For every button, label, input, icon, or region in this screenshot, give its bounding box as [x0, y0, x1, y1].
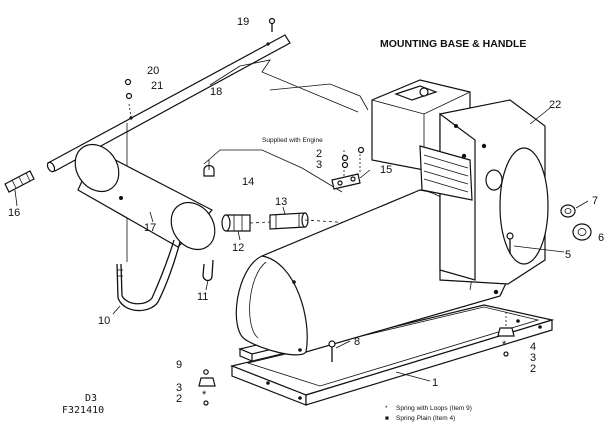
leader-lines [14, 65, 589, 382]
callout-12: 12 [232, 242, 244, 254]
pipe-nipple [269, 212, 309, 230]
callout-2-right: 2 [530, 363, 536, 375]
mount-stack-left: * [198, 369, 216, 406]
callout-15: 15 [380, 164, 392, 176]
washer-20 [124, 78, 132, 86]
legend: * Spring with Loops (Item 9) ■ Spring Pl… [385, 405, 472, 422]
bracket-15 [331, 146, 365, 190]
svg-text:*: * [502, 339, 507, 351]
callouts: 19 20 21 18 16 17 14 13 12 11 10 2 3 15 … [8, 16, 604, 405]
callout-10: 10 [98, 315, 110, 327]
callout-11: 11 [197, 291, 208, 303]
callout-19: 19 [237, 16, 249, 28]
legend-text-2: Spring Plain (Item 4) [396, 415, 455, 422]
mount-stack-right: * [497, 312, 515, 357]
grommet-6 [572, 223, 592, 241]
grommet-7 [560, 204, 576, 218]
screw-19 [268, 17, 276, 32]
nut-21 [125, 92, 133, 100]
callout-3-right: 3 [530, 352, 536, 364]
callout-13: 13 [275, 196, 287, 208]
callout-5: 5 [565, 249, 571, 261]
legend-marker-2: ■ [385, 415, 389, 422]
clamp-14 [203, 160, 215, 177]
legend-text-1: Spring with Loops (Item 9) [396, 405, 472, 412]
diagram-title: MOUNTING BASE & HANDLE [380, 38, 526, 50]
engine [371, 79, 549, 295]
callout-18: 18 [210, 86, 222, 98]
screw-8 [328, 340, 336, 362]
svg-text:*: * [202, 389, 207, 401]
flex-exhaust-pipe [116, 239, 181, 312]
muffler-hook [202, 259, 214, 282]
callout-1: 1 [432, 377, 438, 389]
callout-7: 7 [592, 195, 598, 207]
callout-8: 8 [354, 336, 360, 348]
callout-2-left: 2 [176, 393, 182, 405]
supplied-with-engine-note: Supplied with Engine [262, 137, 323, 144]
callout-3-left: 3 [176, 382, 182, 394]
callout-22: 22 [549, 99, 561, 111]
pipe-coupling [221, 214, 251, 232]
callout-4-right: 4 [530, 341, 536, 353]
callout-9: 9 [176, 359, 182, 371]
handle-tube [46, 34, 291, 173]
callout-3-top: 3 [316, 159, 322, 171]
callout-2-top: 2 [316, 148, 322, 160]
figure-code-line1: D3 [85, 393, 97, 404]
figure-code-line2: F321410 [62, 405, 104, 416]
callout-17: 17 [144, 222, 156, 234]
callout-16: 16 [8, 207, 20, 219]
muffler [74, 143, 216, 251]
screw-5 [506, 232, 514, 254]
handle-grip [4, 170, 35, 193]
callout-21: 21 [151, 80, 163, 92]
callout-6: 6 [598, 232, 604, 244]
callout-20: 20 [147, 65, 159, 77]
callout-14: 14 [242, 176, 254, 188]
legend-marker-1: * [385, 405, 388, 412]
